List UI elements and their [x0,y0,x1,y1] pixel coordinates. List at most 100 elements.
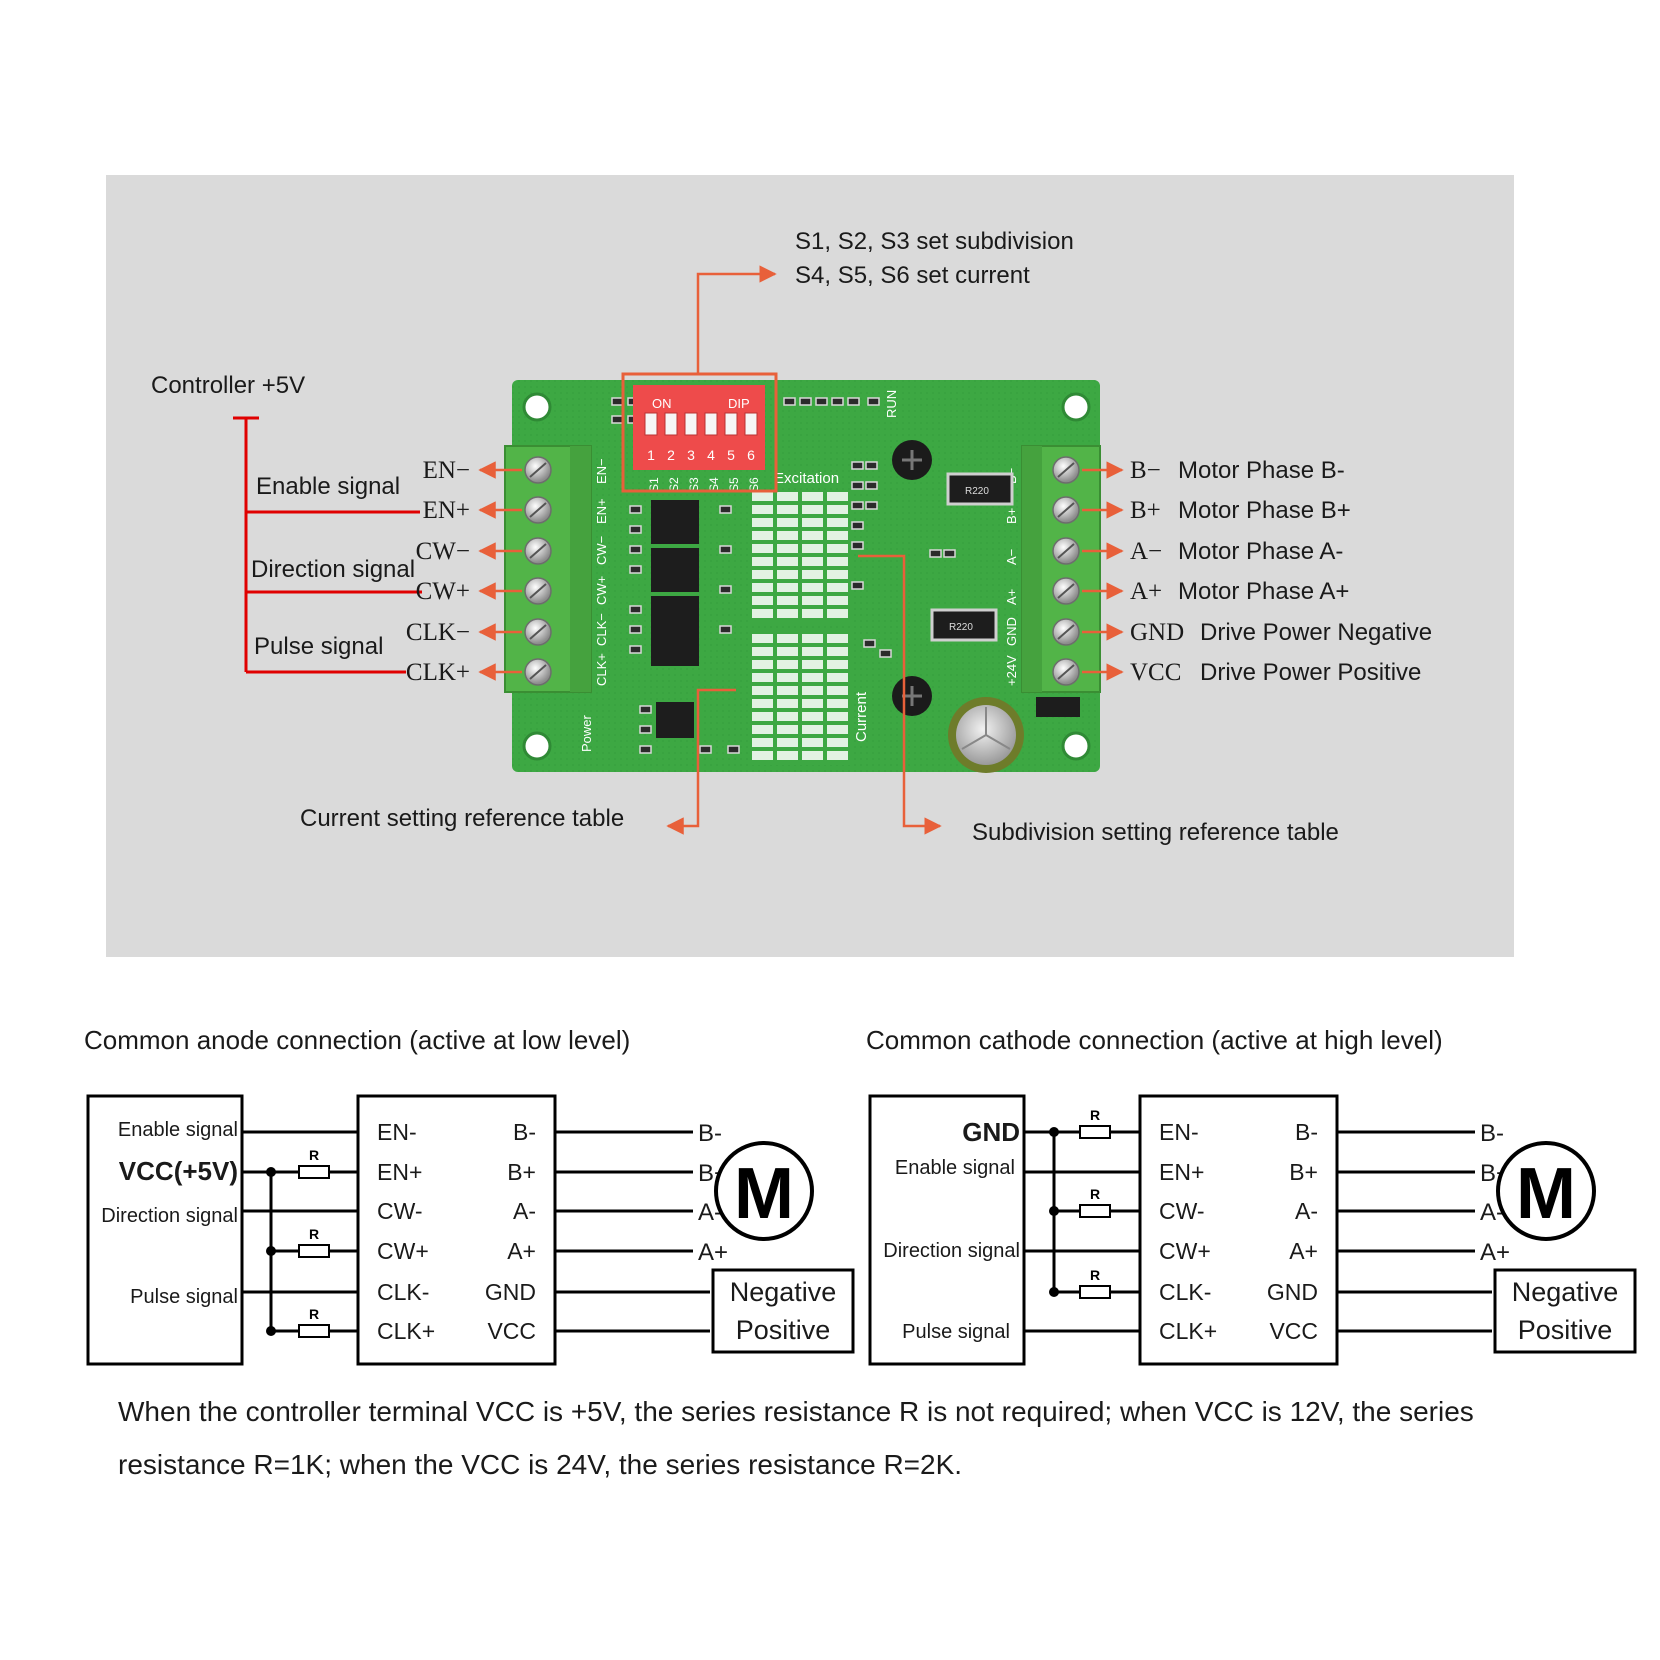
dip-callout: S1, S2, S3 set subdivision S4, S5, S6 se… [696,228,1074,374]
motor-icon: M [714,1141,814,1241]
power-negative-label: Negative [1512,1277,1619,1307]
board-left-silk: CW+ [594,576,609,605]
current-table-label: Current setting reference table [300,805,624,832]
board-right-silk: B+ [1004,508,1019,524]
right-terminal-description: Motor Phase A- [1178,538,1343,565]
driver-output-pin: B- [513,1119,536,1145]
subdivision-table-label: Subdivision setting reference table [972,819,1339,846]
mounting-hole-icon [522,731,552,761]
right-terminal-pin: A+ [1130,578,1162,605]
right-terminal-description: Drive Power Positive [1200,659,1421,686]
dip-number: 4 [707,447,715,463]
common-anode-diagram: Common anode connection (active at low l… [84,1025,855,1366]
resistor-icon: R [1079,1107,1111,1139]
header-switch-silk: S4 [707,477,721,492]
left-terminal-label: CLK+ [406,659,470,686]
controller-direction-label: Direction signal [883,1240,1020,1262]
terminal-screw-icon [524,456,552,484]
dip-number: 6 [747,447,755,463]
resistor-icon: R [298,1306,330,1338]
dip-number: 2 [667,447,675,463]
board-right-silk: A+ [1004,589,1019,605]
motor-icon: M [1496,1141,1596,1241]
motor-pin-label: A+ [1480,1239,1510,1266]
driver-input-pin: EN+ [377,1159,422,1185]
driver-input-pin: CLK- [377,1279,429,1305]
board-photo: EN−EN+CW−CW+CLK−CLK+ B−B+A−A+GND+24V Exc… [106,175,1514,957]
dip-lever [684,412,698,436]
svg-text:ON: ON [652,396,672,411]
mounting-hole-icon [1061,392,1091,422]
dip-lever [664,412,678,436]
power-supply-box [711,1268,855,1354]
board-left-silk: CW− [594,536,609,565]
board-right-silk: GND [1004,617,1019,646]
left-terminal-label: CW+ [416,578,470,605]
board-left-silk: EN− [594,458,609,484]
dip-lever [704,412,718,436]
terminal-screw-icon [1052,658,1080,686]
power-negative-label: Negative [730,1277,837,1307]
svg-text:R: R [1090,1186,1100,1202]
terminal-screw-icon [1052,537,1080,565]
subdivision-table-silk [750,490,850,625]
driver-input-pin: CW- [1159,1198,1205,1224]
optocoupler-chip [651,548,699,592]
note-line-2: resistance R=1K; when the VCC is 24V, th… [118,1449,962,1480]
terminal-screw-icon [524,537,552,565]
header-switch-silk: S1 [647,477,661,492]
right-terminal-labels: B−Motor Phase B-B+Motor Phase B+A−Motor … [1082,457,1432,686]
dip-lever [644,412,658,436]
driver-input-pin: CW- [377,1198,423,1224]
driver-output-pin: GND [485,1279,536,1305]
optocoupler-chip [651,500,699,544]
dip-callout-line2: S4, S5, S6 set current [795,262,1030,289]
driver-output-pin: A- [1295,1198,1318,1224]
power-supply-box [1493,1268,1637,1354]
driver-output-pin: B- [1295,1119,1318,1145]
right-terminal-description: Motor Phase A+ [1178,578,1349,605]
note-line-1: When the controller terminal VCC is +5V,… [118,1396,1474,1427]
driver-input-pin: CW+ [1159,1238,1211,1264]
dip-lever [744,412,758,436]
driver-input-pin: CLK+ [377,1318,435,1344]
svg-text:R: R [309,1306,319,1322]
right-terminal-pin: VCC [1130,659,1181,686]
controller-gnd-label: GND [962,1117,1020,1147]
controller-pulse-label: Pulse signal [902,1321,1010,1343]
driver-input-pin: CW+ [377,1238,429,1264]
controller-box [86,1094,244,1366]
driver-input-pin: EN+ [1159,1159,1204,1185]
pulse-signal-label: Pulse signal [254,633,383,660]
motor-pin-label: B- [1480,1120,1504,1147]
electrolytic-capacitor [948,697,1024,773]
right-terminal-pin: A− [1130,538,1162,565]
resistor-icon: R [1079,1267,1111,1299]
driver-output-pin: A+ [507,1238,536,1264]
right-terminal-pin: B+ [1130,497,1161,524]
controller-wiring: Controller +5V Enable signal Direction s… [151,372,422,674]
driver-input-pin: EN- [1159,1119,1199,1145]
driver-output-pin: A+ [1289,1238,1318,1264]
power-positive-label: Positive [1518,1315,1613,1345]
terminal-screw-icon [1052,577,1080,605]
pcb-board: EN−EN+CW−CW+CLK−CLK+ B−B+A−A+GND+24V Exc… [504,380,1101,773]
resistor-icon: R [298,1147,330,1179]
right-terminal-pin: B− [1130,457,1161,484]
svg-text:R220: R220 [949,622,973,633]
enable-signal-label: Enable signal [256,473,400,500]
driver-output-pin: GND [1267,1279,1318,1305]
header-switch-silk: S6 [747,477,761,492]
mounting-hole-icon [1061,731,1091,761]
header-switch-silk: S5 [727,477,741,492]
board-left-silk: CLK− [594,613,609,646]
svg-text:M: M [734,1154,794,1234]
driver-box [1138,1094,1339,1366]
driver-ic-chip [656,702,694,738]
left-terminal-label: EN+ [423,497,470,524]
controller-box [868,1094,1026,1366]
common-cathode-diagram: Common cathode connection (active at hig… [866,1025,1637,1366]
current-table-callout: Current setting reference table [300,688,736,835]
